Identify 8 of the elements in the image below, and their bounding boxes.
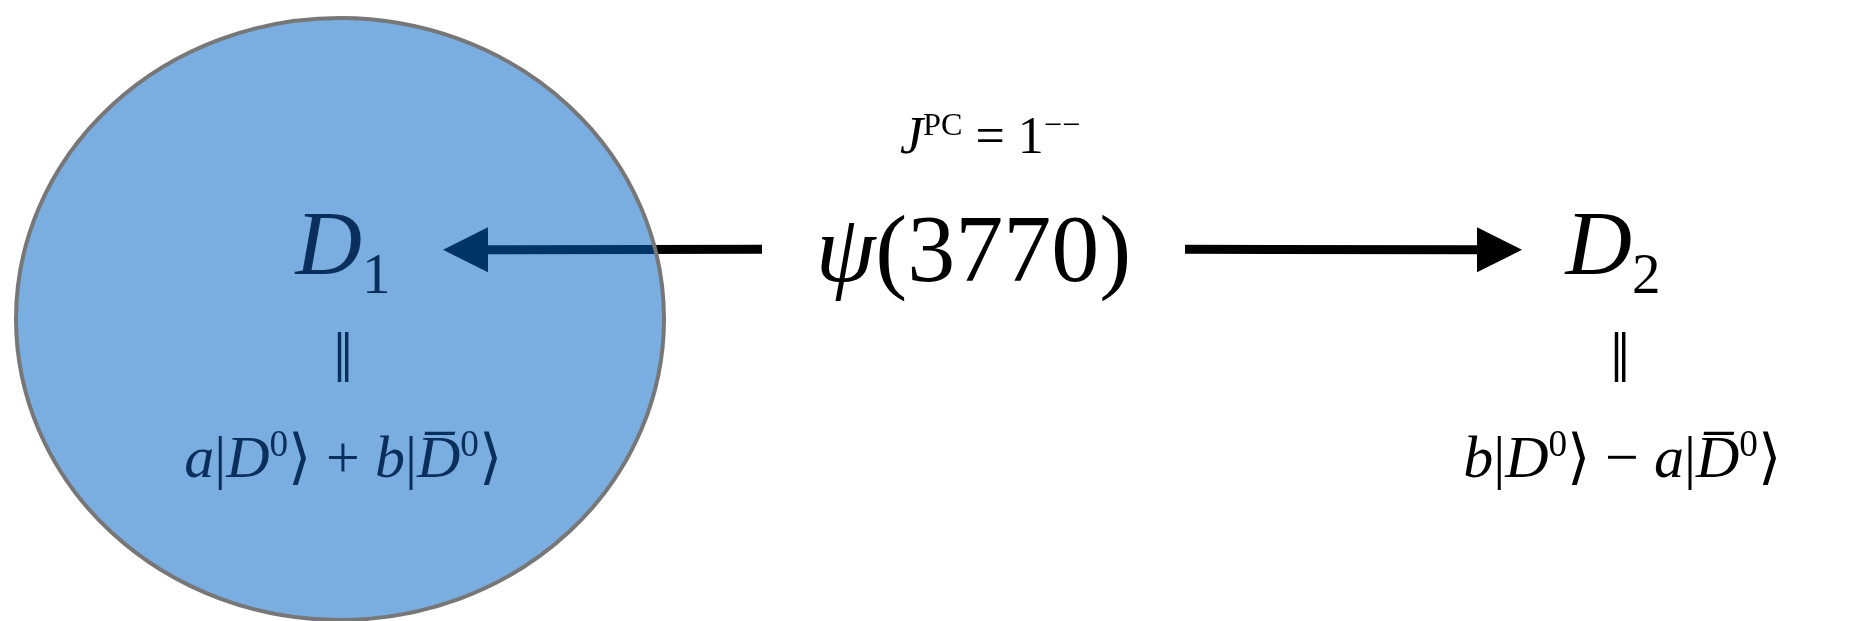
arrow — [1185, 227, 1522, 273]
math-label: ψ(3770) — [762, 194, 1185, 304]
vertical-equals-sign: ‖ — [332, 322, 354, 394]
math-label: D$_{2}$ — [1522, 200, 1704, 300]
arrow — [443, 227, 762, 273]
vertical-equals-sign: ‖ — [1609, 322, 1631, 394]
math-label: D$_{1}$ — [243, 200, 443, 300]
math-formula: J$^{PC}$ = 1$^{−−}$ — [899, 108, 1081, 163]
